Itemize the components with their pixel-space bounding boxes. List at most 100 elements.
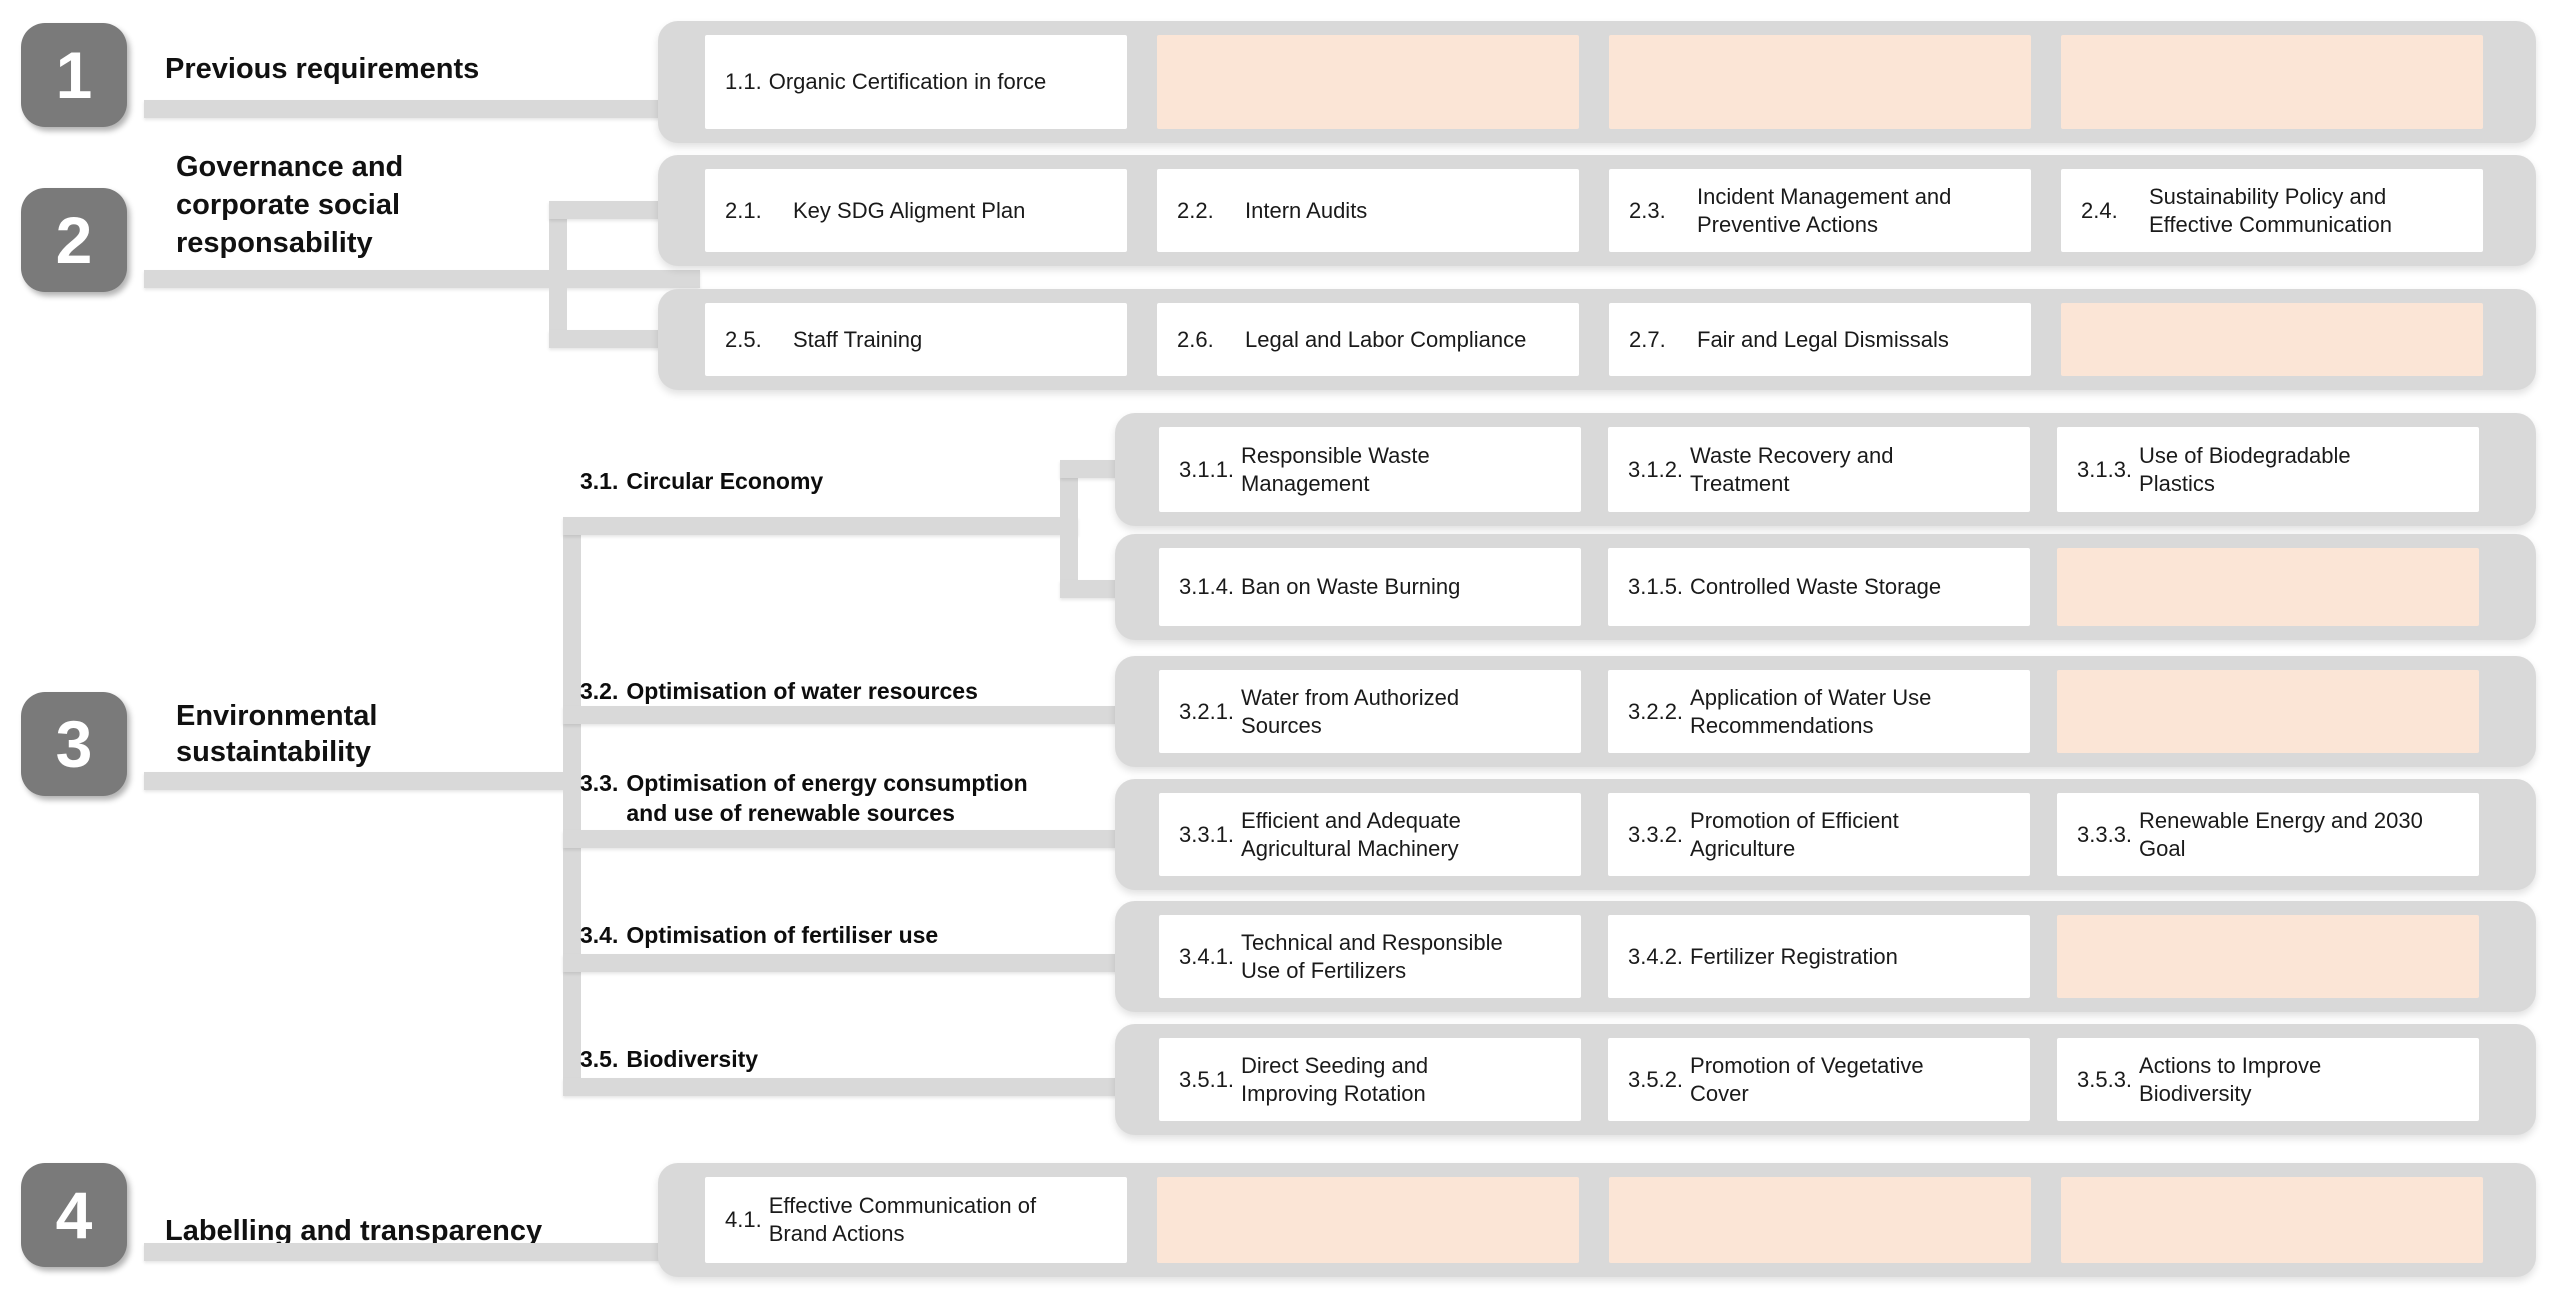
requirement-text: Legal and Labor Compliance [1245,326,1527,352]
requirement-box-3-1-1: 3.1.1. Responsible Waste Management [1159,427,1581,512]
requirement-number: 3.2.1. [1179,698,1235,724]
connector-bar-3-4 [563,954,1130,972]
requirement-text: Actions to Improve Biodiversity [2139,1052,2322,1106]
section-4-badge: 4 [21,1163,127,1267]
sublabel-number: 3.4. [580,922,619,948]
requirement-number: 3.3.3. [2077,821,2133,847]
requirement-number: 2.6. [1177,326,1214,352]
requirements-row-3-2: 3.2.1. Water from Authorized Sources 3.2… [1115,656,2536,767]
empty-slot [1609,1177,2031,1263]
requirement-number: 1.1. [725,69,762,94]
requirement-box-3-2-1: 3.2.1. Water from Authorized Sources [1159,670,1581,753]
connector-bar-3-2 [563,706,1130,724]
requirement-text: Fair and Legal Dismissals [1697,326,1949,352]
connector-spine-section-3 [563,517,581,1096]
empty-slot [2057,548,2479,626]
requirement-number: 3.3.2. [1628,821,1684,847]
requirement-number: 2.3. [1629,197,1666,223]
requirement-number: 3.1.1. [1179,456,1235,482]
sublabel-3-5: 3.5. Biodiversity [580,1044,758,1074]
requirement-text: Direct Seeding and Improving Rotation [1241,1052,1429,1106]
requirement-box-2-6: 2.6. Legal and Labor Compliance [1157,303,1579,376]
requirement-text: Organic Certification in force [768,69,1047,94]
empty-slot [1157,1177,1579,1263]
sublabel-text: Circular Economy [626,468,824,494]
requirements-row-3-1a: 3.1.1. Responsible Waste Management 3.1.… [1115,413,2536,526]
section-1-badge: 1 [21,23,127,127]
section-1-title: Previous requirements [165,53,480,85]
requirement-text: Use of Biodegradable Plastics [2139,442,2351,496]
requirement-text: Staff Training [793,326,923,352]
requirement-text: Waste Recovery and Treatment [1690,442,1894,496]
requirements-row-2a: 2.1. Key SDG Aligment Plan 2.2. Intern A… [658,155,2536,266]
sublabel-text: Biodiversity [626,1046,759,1072]
empty-slot [2061,303,2483,376]
requirement-text: Technical and Responsible Use of Fertili… [1241,929,1503,983]
requirement-text: Ban on Waste Burning [1241,574,1461,599]
sublabel-text: Optimisation of energy consumption and u… [626,770,1028,826]
requirement-text: Key SDG Aligment Plan [793,197,1026,223]
sublabel-3-1: 3.1. Circular Economy [580,466,823,496]
connector-stub-3-1a [1060,460,1130,478]
requirement-number: 3.2.2. [1628,698,1684,724]
sublabel-text: Optimisation of fertiliser use [626,922,939,948]
section-4-title: Labelling and transparency [165,1215,543,1247]
requirement-number: 2.2. [1177,197,1214,223]
connector-bar-section-1 [144,100,700,118]
requirement-box-3-1-5: 3.1.5. Controlled Waste Storage [1608,548,2030,626]
connector-bracket-section-2 [549,201,567,348]
requirement-text: Controlled Waste Storage [1690,574,1942,599]
connector-bar-3-1 [563,517,1078,535]
connector-bar-3-3 [563,830,1130,848]
requirement-number: 2.1. [725,197,762,223]
connector-stub-row-2b [549,330,669,348]
requirement-box-2-7: 2.7. Fair and Legal Dismissals [1609,303,2031,376]
sublabel-number: 3.1. [580,468,619,494]
requirement-box-2-5: 2.5. Staff Training [705,303,1127,376]
requirements-row-3-3: 3.3.1. Efficient and Adequate Agricultur… [1115,779,2536,890]
requirement-box-2-1: 2.1. Key SDG Aligment Plan [705,169,1127,252]
sublabel-number: 3.5. [580,1046,619,1072]
requirement-text: Water from Authorized Sources [1241,684,1460,738]
requirement-box-3-5-3: 3.5.3. Actions to Improve Biodiversity [2057,1038,2479,1121]
requirements-row-3-5: 3.5.1. Direct Seeding and Improving Rota… [1115,1024,2536,1135]
requirement-number: 3.1.4. [1179,574,1235,599]
requirement-text: Renewable Energy and 2030 Goal [2139,807,2423,861]
sublabel-number: 3.2. [580,678,619,704]
requirement-number: 3.3.1. [1179,821,1235,847]
requirement-text: Application of Water Use Recommendations [1690,684,1932,738]
requirement-box-2-4: 2.4. Sustainability Policy and Effective… [2061,169,2483,252]
requirement-number: 2.7. [1629,326,1666,352]
requirement-box-4-1: 4.1. Effective Communication of Brand Ac… [705,1177,1127,1263]
sublabel-number: 3.3. [580,770,619,796]
requirement-text: Responsible Waste Management [1241,442,1430,496]
requirement-box-1-1: 1.1. Organic Certification in force [705,35,1127,129]
requirement-number: 3.5.2. [1628,1066,1684,1092]
requirement-number: 2.4. [2081,197,2118,223]
requirement-box-3-4-1: 3.4.1. Technical and Responsible Use of … [1159,915,1581,998]
requirement-box-3-5-2: 3.5.2. Promotion of Vegetative Cover [1608,1038,2030,1121]
requirement-number: 3.5.1. [1179,1066,1235,1092]
connector-bar-section-3 [144,772,581,790]
requirement-box-3-3-2: 3.3.2. Promotion of Efficient Agricultur… [1608,793,2030,876]
requirement-number: 4.1. [725,1207,762,1232]
requirements-row-1: 1.1. Organic Certification in force [658,21,2536,143]
requirements-row-3-4: 3.4.1. Technical and Responsible Use of … [1115,901,2536,1012]
requirement-box-3-1-3: 3.1.3. Use of Biodegradable Plastics [2057,427,2479,512]
empty-slot [2057,915,2479,998]
connector-bracket-3-1 [1060,460,1078,598]
requirement-number: 3.1.2. [1628,456,1684,482]
requirements-row-2b: 2.5. Staff Training 2.6. Legal and Labor… [658,289,2536,390]
empty-slot [2061,1177,2483,1263]
requirement-text: Intern Audits [1245,197,1368,223]
empty-slot [2061,35,2483,129]
requirement-box-3-3-1: 3.3.1. Efficient and Adequate Agricultur… [1159,793,1581,876]
requirement-text: Efficient and Adequate Agricultural Mach… [1241,807,1461,861]
sublabel-3-4: 3.4. Optimisation of fertiliser use [580,920,938,950]
requirement-text: Incident Management and Preventive Actio… [1697,183,1952,237]
requirement-box-3-1-2: 3.1.2. Waste Recovery and Treatment [1608,427,2030,512]
requirements-row-3-1b: 3.1.4. Ban on Waste Burning 3.1.5. Contr… [1115,534,2536,640]
requirement-number: 3.1.5. [1628,574,1684,599]
sublabel-3-3: 3.3. Optimisation of energy consumption … [580,768,1028,828]
requirement-text: Sustainability Policy and Effective Comm… [2149,183,2392,237]
